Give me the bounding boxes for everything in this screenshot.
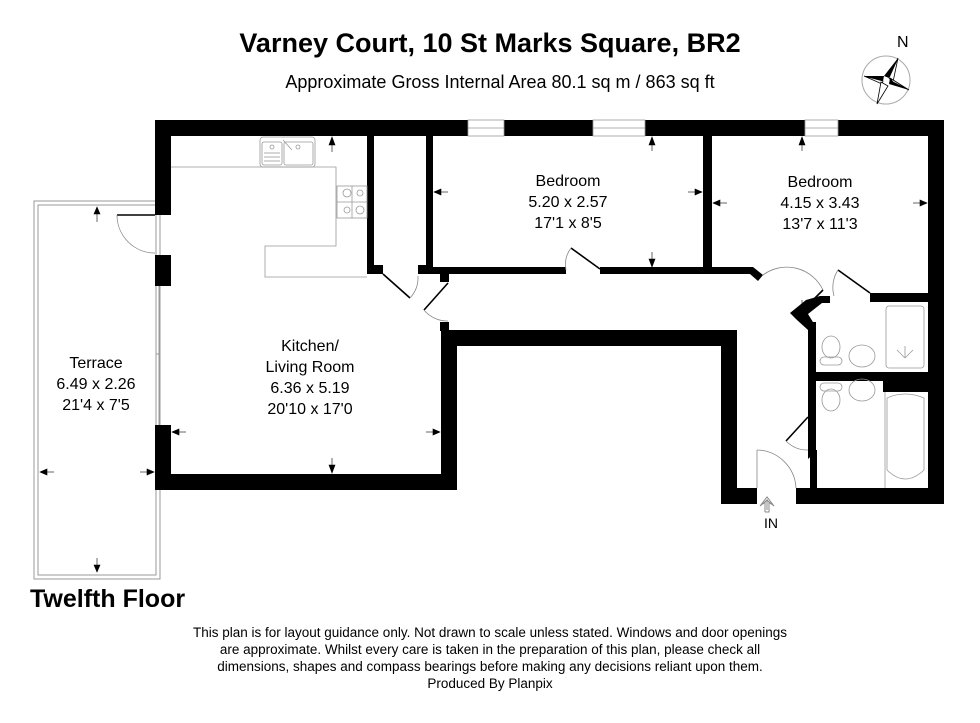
room-label-kitchen-living: Kitchen/ Living Room 6.36 x 5.19 20'10 x… [265,338,355,418]
doors [117,214,871,442]
plan-title: Varney Court, 10 St Marks Square, BR2 [239,28,741,58]
door-swings [116,214,839,489]
compass-north-label: N [897,34,909,51]
windows [467,119,839,137]
walls [155,120,944,504]
room-label-bedroom-2: Bedroom 4.15 x 3.43 13'7 x 11'3 [780,174,860,233]
disclaimer-text: This plan is for layout guidance only. N… [0,624,980,692]
compass-rose-icon [861,55,911,105]
floor-label: Twelfth Floor [30,585,186,613]
kitchen-counter [171,136,368,278]
entrance-label: IN [764,515,778,531]
bathroom-fixtures [819,305,925,488]
dimension-arrows [39,136,928,573]
room-label-terrace: Terrace 6.49 x 2.26 21'4 x 7'5 [56,355,136,414]
terrace-outline [33,200,161,580]
entrance-arrow-icon [759,496,775,513]
room-label-bedroom-1: Bedroom 5.20 x 2.57 17'1 x 8'5 [528,173,608,232]
producer-credit: Produced By Planpix [427,676,553,691]
gross-area-text: Approximate Gross Internal Area 80.1 sq … [285,72,715,92]
